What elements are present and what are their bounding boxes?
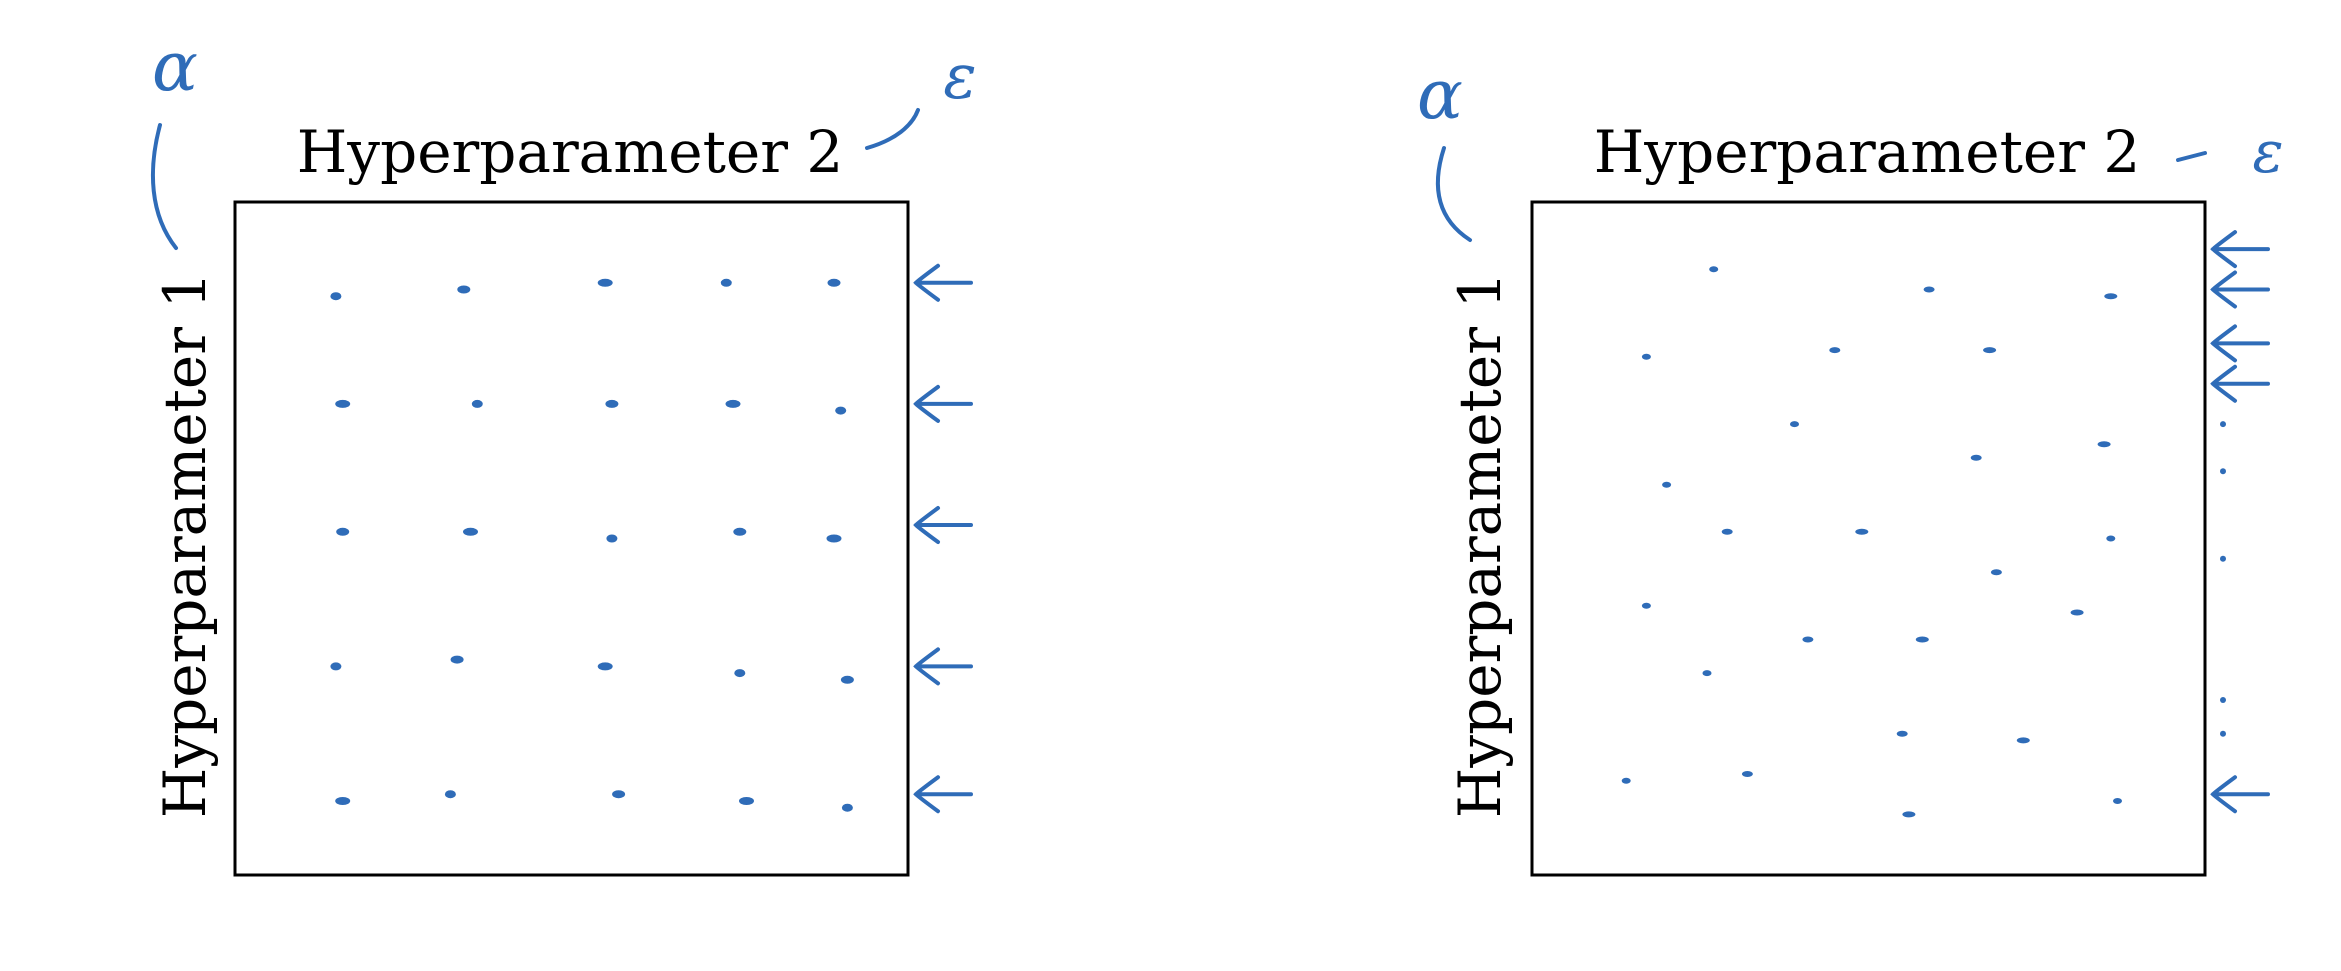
sample-point [1802,636,1814,643]
sample-point [1641,602,1651,609]
sample-point [605,399,619,408]
row-arrow-icon [913,775,973,814]
alpha-annotation: α [152,28,198,107]
sample-point [612,790,626,799]
sample-point [1741,771,1753,777]
plot-frame [1530,200,2207,877]
panel-grid: Hyperparameter 2 Hyperparameter 1 ε α [151,28,977,877]
panel-ylabel-group: Hyperparameter 1 [1446,272,1514,819]
sample-point [1829,347,1841,354]
row-arrow-icon [913,647,973,686]
sample-point [1621,777,1631,784]
sample-point [1990,569,2002,576]
sample-point [1702,670,1712,677]
row-markers [913,263,973,814]
sample-point [2113,798,2122,804]
sample-point [450,655,464,664]
sample-point [1641,353,1651,360]
sample-point [597,278,613,287]
alpha-leader-stroke [151,123,178,250]
sample-point [335,399,351,408]
sample-point [444,790,456,799]
row-tick-mark [2220,421,2226,428]
row-arrow-icon [2210,324,2270,363]
sample-point [725,399,741,408]
panel-ylabel: Hyperparameter 1 [1446,272,1514,819]
sample-point [471,399,483,408]
sample-point [2097,441,2111,448]
sample-point [1662,481,1672,488]
panel-title: Hyperparameter 2 [1594,118,2141,186]
sample-point [2106,535,2116,542]
plot-frame [233,200,910,877]
sample-points [330,278,854,812]
sample-point [330,292,342,301]
panel-random: Hyperparameter 2 Hyperparameter 1 ε α [1417,56,2284,877]
row-tick-mark [2220,468,2226,475]
sample-point [2070,609,2084,616]
sample-points [1621,266,2122,818]
panel-title: Hyperparameter 2 [297,118,844,186]
sample-point [1983,347,1997,354]
sample-point [1915,636,1929,643]
sample-point [835,406,847,415]
epsilon-leader-stroke [2176,151,2207,162]
sample-point [606,534,618,543]
sample-point [597,662,613,671]
sample-point [827,278,841,287]
alpha-leader-stroke [1435,146,1472,242]
sample-point [826,534,842,543]
sample-point [1721,528,1733,535]
alpha-annotation: α [1417,56,1463,135]
row-markers [2210,230,2270,814]
sample-point [841,803,853,812]
row-arrow-icon [2210,364,2270,403]
sample-point [739,797,754,805]
row-tick-mark [2220,555,2226,562]
sample-point [734,669,746,678]
sample-point [336,527,350,536]
panel-ylabel: Hyperparameter 1 [151,272,219,819]
sample-point [463,527,478,536]
sample-point [1790,421,1799,428]
row-arrow-icon [2210,270,2270,309]
sample-point [1855,528,1869,535]
sample-point [2104,293,2118,300]
sample-point [457,285,471,294]
sample-point [733,527,747,536]
sample-point [335,797,351,805]
row-tick-mark [2220,730,2226,737]
sample-point [720,278,732,287]
sample-point [1709,266,1719,273]
row-tick-mark [2220,697,2226,703]
sample-point [840,675,854,684]
epsilon-annotation: ε [2252,118,2283,186]
sample-point [1970,454,1982,461]
sample-point [330,662,342,671]
sample-point [1896,730,1908,737]
epsilon-annotation: ε [943,40,976,113]
sample-point [1902,811,1916,818]
sample-point [1923,286,1935,293]
row-arrow-icon [2210,230,2270,269]
row-arrow-icon [913,263,973,302]
row-arrow-icon [913,506,973,545]
panel-ylabel-group: Hyperparameter 1 [151,272,219,819]
epsilon-leader-stroke [865,108,920,150]
row-arrow-icon [913,384,973,423]
row-arrow-icon [2210,775,2270,814]
sample-point [2016,737,2030,744]
